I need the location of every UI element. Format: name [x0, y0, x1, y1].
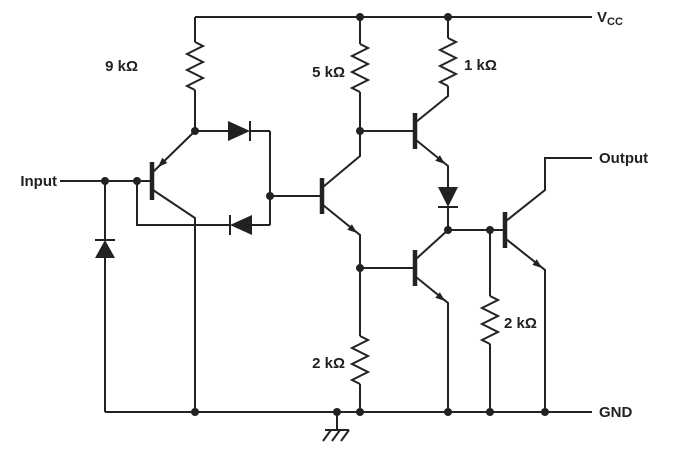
junction-dots [101, 13, 549, 416]
emitter-arrow-icon [532, 259, 542, 268]
junction-dot [101, 177, 109, 185]
upper-output-transistor [412, 113, 445, 164]
diode-discharge [229, 215, 252, 235]
junction-dot [191, 127, 199, 135]
junction-dot [133, 177, 141, 185]
junction-dot [444, 408, 452, 416]
output-transistor [502, 212, 542, 268]
resistor-2k-right-label: 2 kΩ [504, 315, 537, 332]
junction-dot [356, 264, 364, 272]
emitter-arrow-icon [435, 155, 445, 164]
junction-dot [356, 13, 364, 21]
junction-dot [541, 408, 549, 416]
lower-driver-transistor [412, 250, 445, 301]
diode-level-shift [438, 187, 458, 208]
emitter-arrow-icon [347, 224, 357, 233]
emitter-arrow-icon [158, 157, 168, 167]
resistor-1k [437, 37, 459, 87]
emitter-arrow-icon [435, 292, 445, 301]
junction-dot [356, 408, 364, 416]
resistor-1k-label: 1 kΩ [464, 57, 497, 74]
resistor-2k-right [479, 295, 501, 345]
resistor-2k-left-label: 2 kΩ [312, 355, 345, 372]
vcc-label-sub: CC [607, 16, 623, 28]
junction-dot [444, 13, 452, 21]
resistor-2k-left [349, 335, 371, 385]
junction-dot [266, 192, 274, 200]
diode-input-clamp [95, 181, 115, 412]
input-transistor [149, 157, 168, 200]
gnd-label: GND [599, 404, 633, 421]
vcc-label: VCC [597, 9, 623, 28]
input-label: Input [20, 173, 57, 190]
resistor-5k-label: 5 kΩ [312, 64, 345, 81]
resistor-9k [184, 41, 206, 91]
phase-splitter-transistor [319, 178, 357, 233]
junction-dot [444, 226, 452, 234]
junction-dot [356, 127, 364, 135]
diode-top-coupling [228, 121, 251, 141]
resistor-5k [349, 43, 371, 93]
junction-dot [486, 408, 494, 416]
vcc-label-main: V [597, 9, 607, 26]
ground-symbol-icon [322, 429, 350, 442]
junction-dot [333, 408, 341, 416]
junction-dot [486, 226, 494, 234]
resistor-9k-label: 9 kΩ [105, 58, 138, 75]
junction-dot [191, 408, 199, 416]
output-label: Output [599, 150, 648, 167]
